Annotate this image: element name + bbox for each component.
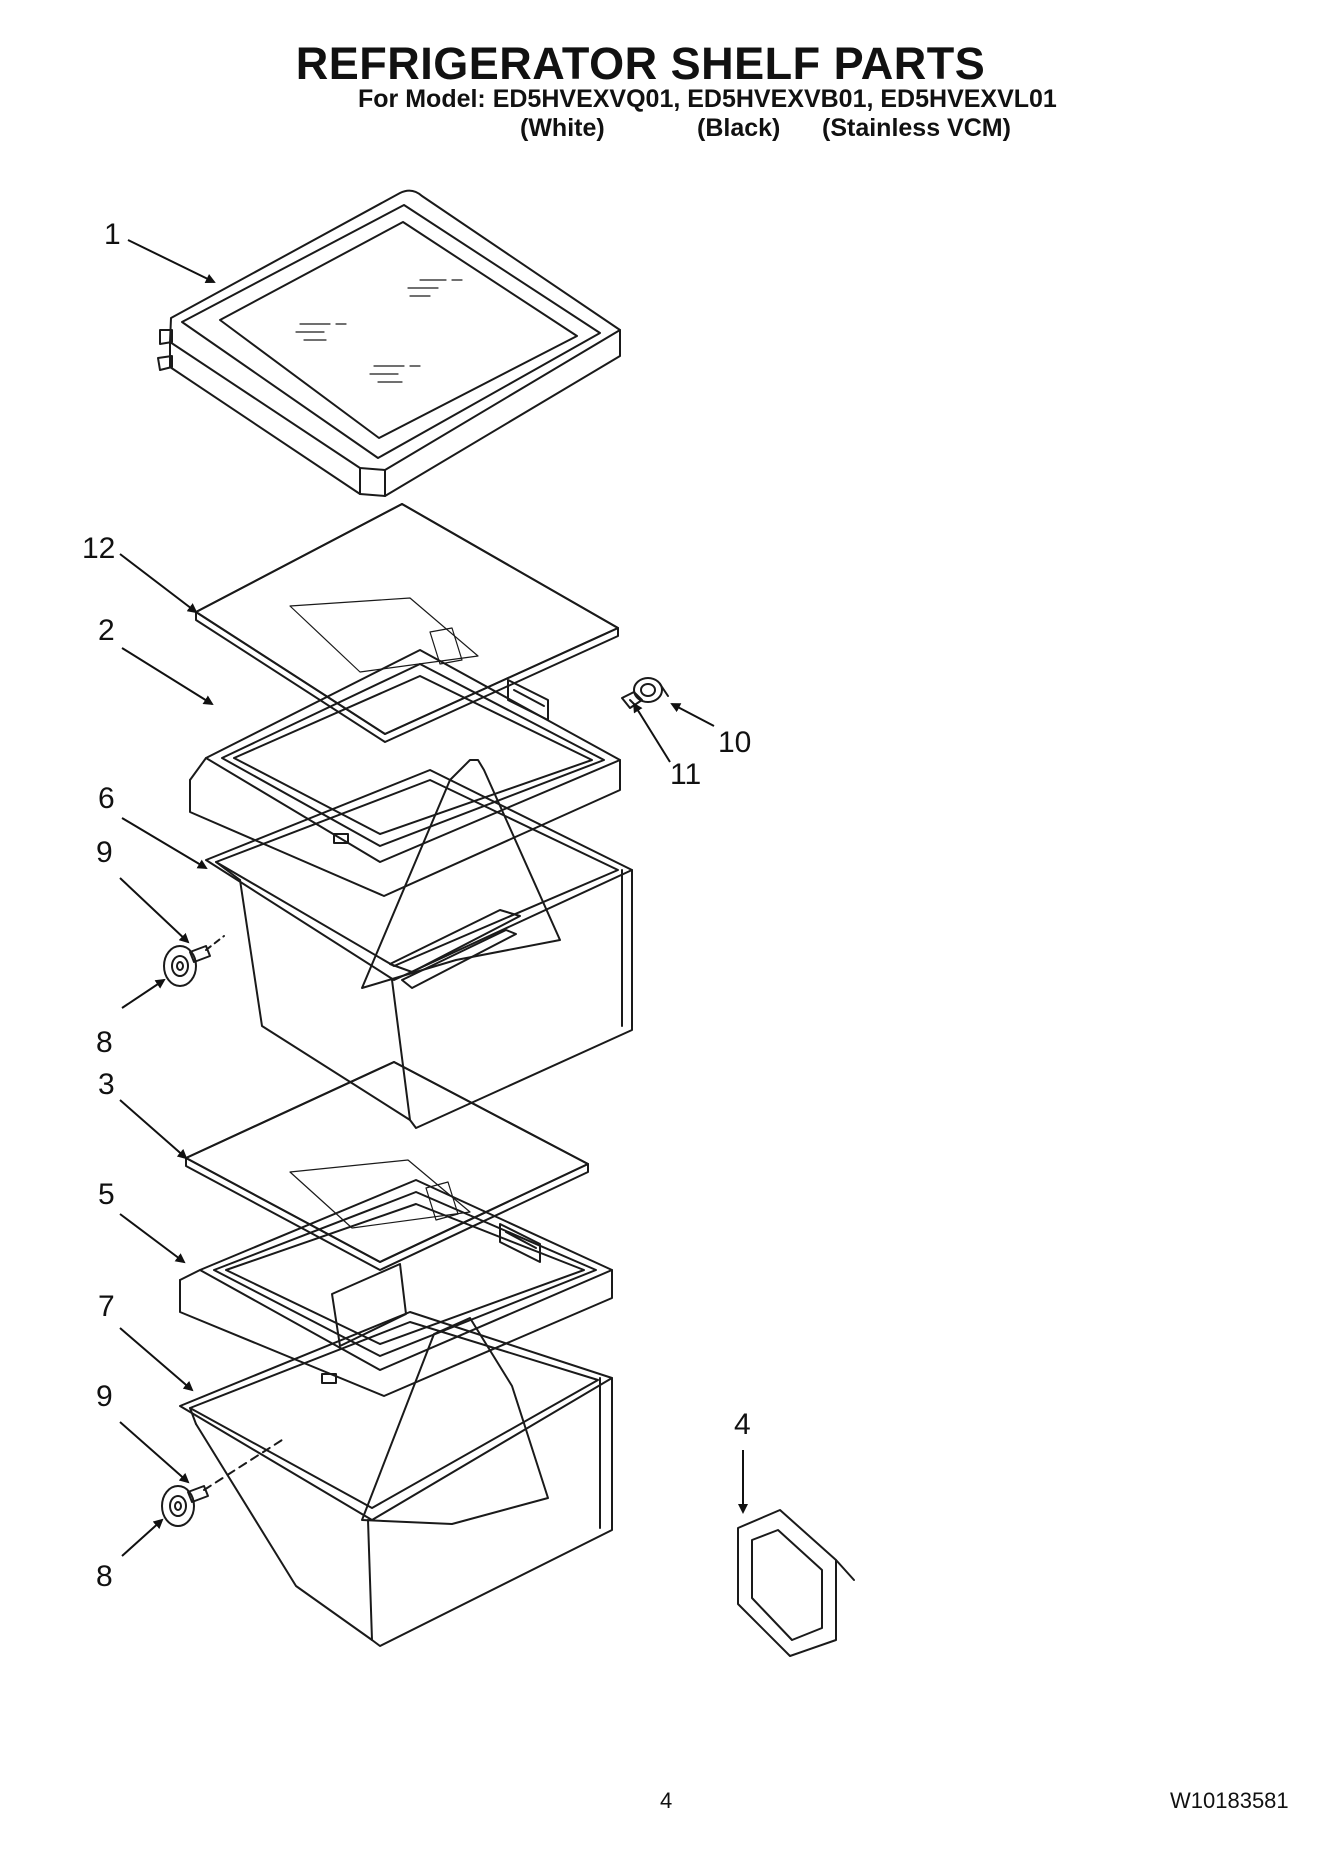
page-title-text: REFRIGERATOR SHELF PARTS xyxy=(295,38,986,89)
variant-stainless: (Stainless VCM) xyxy=(822,114,1011,142)
callout-4: 4 xyxy=(734,1408,751,1441)
part-8-9-lower-roller xyxy=(161,1439,283,1527)
part-7-lower-crisper-drawer xyxy=(179,1311,613,1647)
callout-10: 10 xyxy=(718,726,751,759)
part-4-label-bezel xyxy=(737,1509,855,1657)
callout-3: 3 xyxy=(98,1068,115,1101)
variant-black: (Black) xyxy=(697,114,781,142)
callout-8-upper: 8 xyxy=(96,1026,113,1059)
callout-8-lower: 8 xyxy=(96,1560,113,1593)
leader-lines xyxy=(119,239,748,1557)
part-10-11-fasteners xyxy=(621,677,669,709)
part-1-glass-shelf xyxy=(157,189,621,497)
callout-5: 5 xyxy=(98,1178,115,1211)
part-2-crisper-cover-frame xyxy=(189,649,621,897)
part-12-crisper-cover-glass xyxy=(195,503,619,743)
part-3-lower-crisper-cover-glass xyxy=(185,1061,589,1271)
variant-white: (White) xyxy=(520,114,605,142)
part-6-upper-crisper-drawer xyxy=(205,759,633,1129)
callout-9-lower: 9 xyxy=(96,1380,113,1413)
page-number: 4 xyxy=(660,1788,673,1813)
callout-9-upper: 9 xyxy=(96,836,113,869)
callout-12: 12 xyxy=(82,532,115,565)
callout-6: 6 xyxy=(98,782,115,815)
callout-2: 2 xyxy=(98,614,115,647)
part-8-9-upper-roller xyxy=(163,935,225,987)
model-numbers: For Model: ED5HVEXVQ01, ED5HVEXVB01, ED5… xyxy=(358,85,1057,113)
page-title: REFRIGERATOR SHELF PARTS xyxy=(0,38,1339,90)
callout-1: 1 xyxy=(104,218,121,251)
document-number: W10183581 xyxy=(1170,1788,1289,1813)
callout-7: 7 xyxy=(98,1290,115,1323)
callout-11: 11 xyxy=(670,758,701,791)
